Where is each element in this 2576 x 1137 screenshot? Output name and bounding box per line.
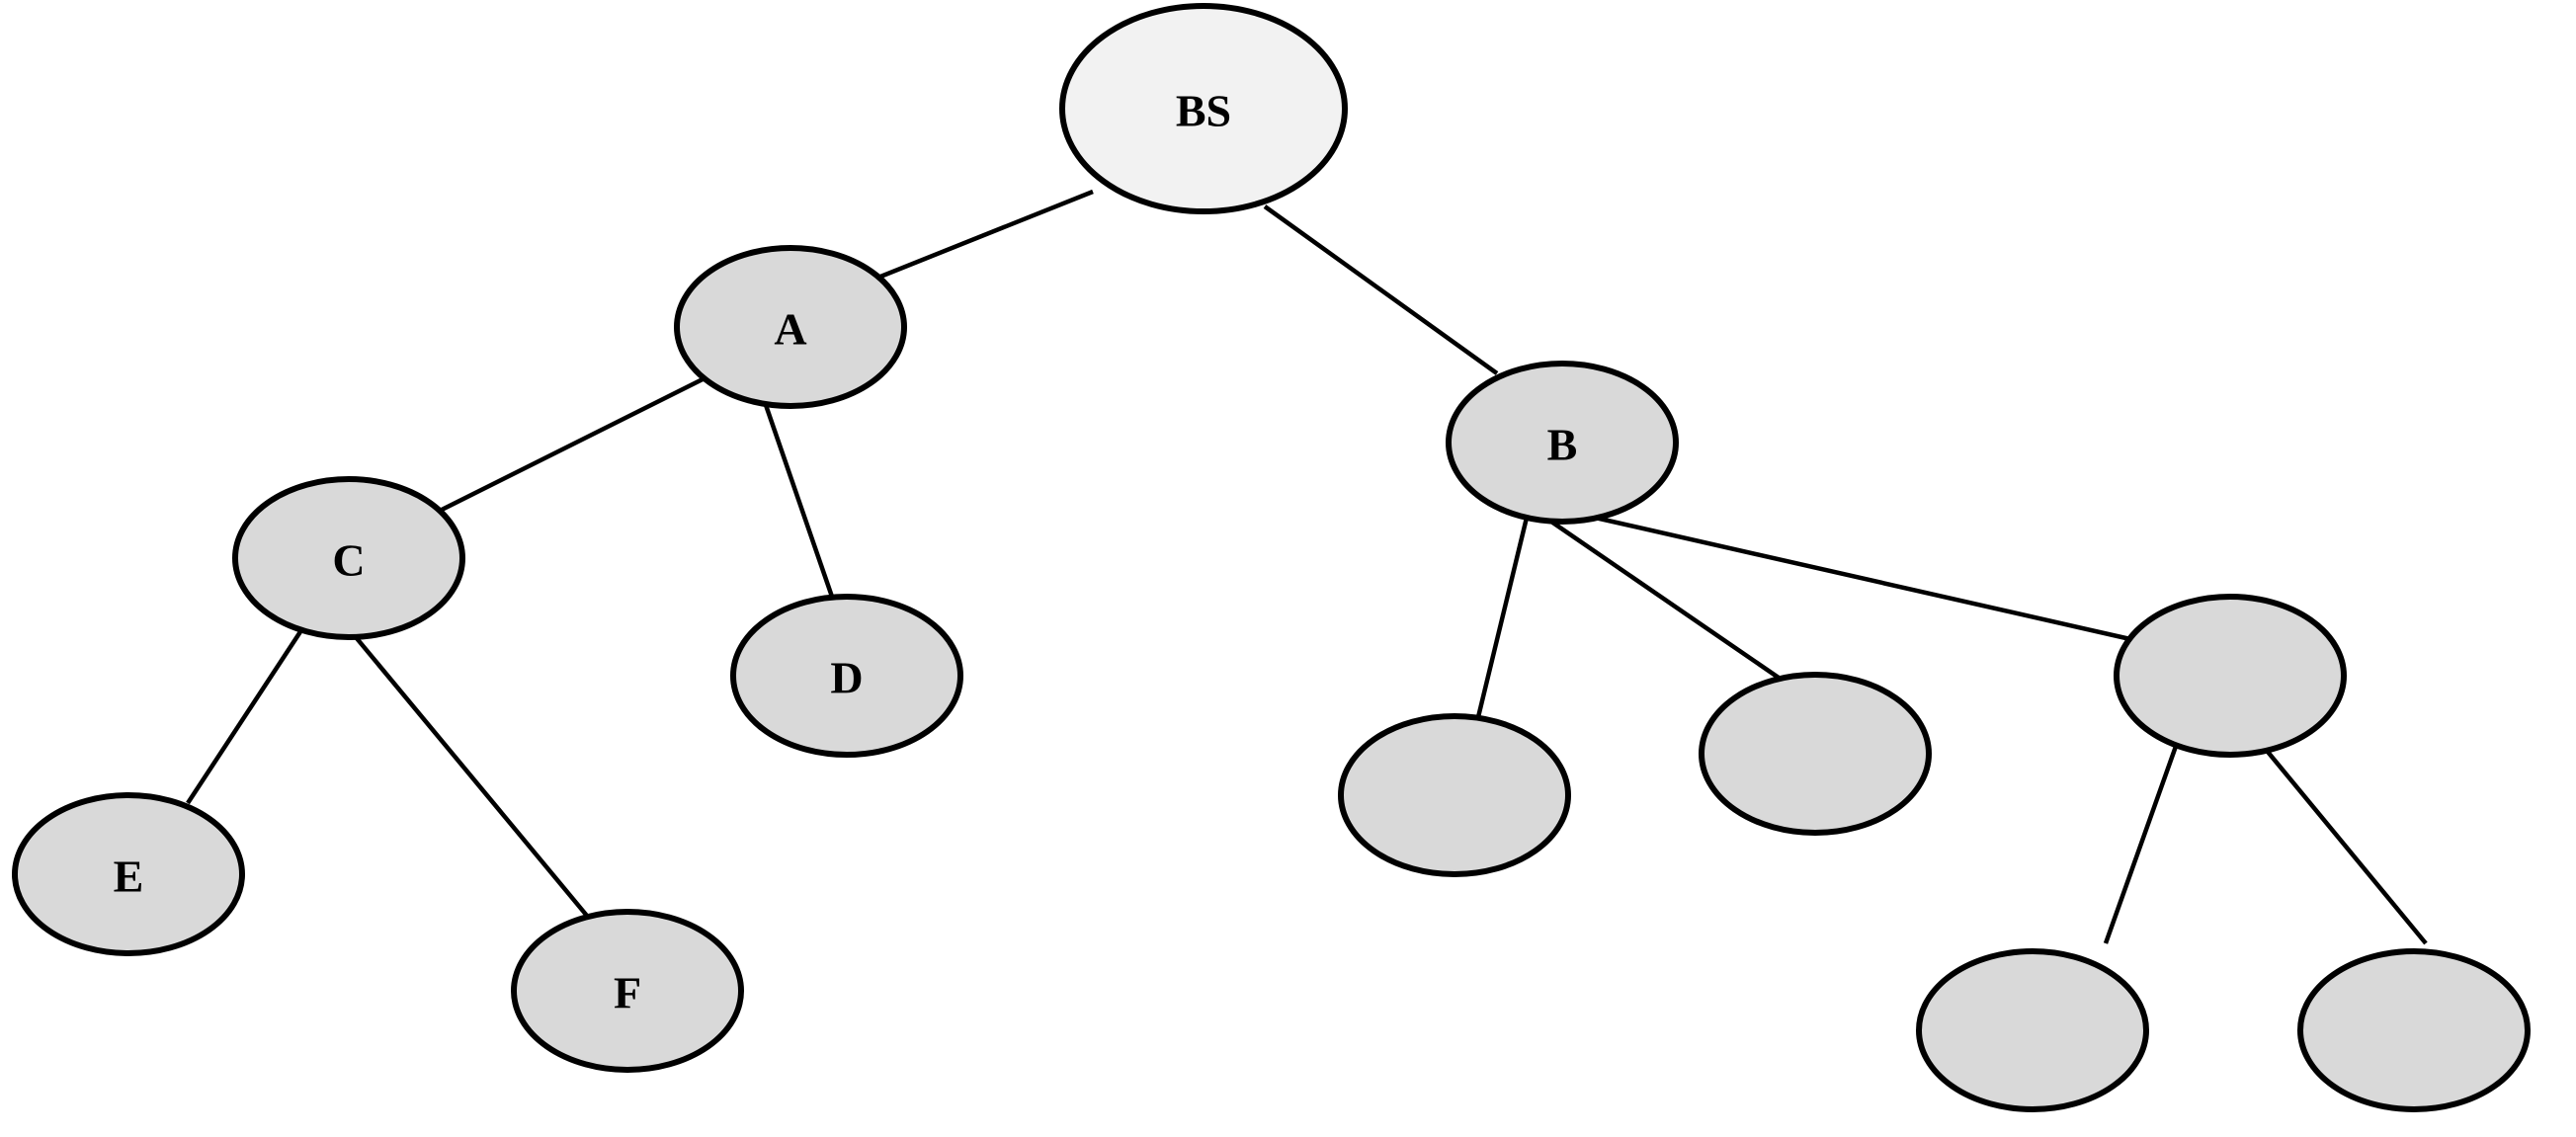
edge-c-to-e: e-c-e [186, 628, 303, 805]
edge-bs-to-b: e-bs-b [1263, 204, 1499, 375]
node-b3[interactable] [2114, 594, 2347, 758]
edges-layer: e-bs-a e-bs-b e-a-c e-a-d e-c-e e-c-f e-b-b1 e-… [186, 189, 2428, 945]
edge-b-to-b3: e-b-b3 [1581, 512, 2131, 642]
node-ellipse-b1[interactable] [1338, 713, 1571, 877]
node-c[interactable]: C [232, 476, 465, 640]
node-a[interactable]: A [674, 245, 907, 409]
node-e[interactable]: E [12, 792, 245, 956]
node-ellipse-b3a[interactable] [1916, 948, 2149, 1112]
edge-a-to-c: e-a-c [436, 372, 712, 515]
node-f[interactable]: F [511, 909, 744, 1073]
node-ellipse-c[interactable] [232, 476, 465, 640]
edge-b-to-b2: e-b-b2 [1549, 520, 1781, 680]
node-ellipse-b3b[interactable] [2297, 948, 2531, 1112]
node-ellipse-b[interactable] [1446, 361, 1679, 525]
node-ellipse-bs[interactable] [1059, 3, 1348, 214]
node-b2[interactable] [1699, 672, 1932, 836]
node-b1[interactable] [1338, 713, 1571, 877]
node-ellipse-a[interactable] [674, 245, 907, 409]
edge-b-to-b1: e-b-b1 [1475, 517, 1530, 718]
nodes-layer: BS A B C D E F [12, 3, 2531, 1112]
edge-b3-to-b3b: e-b3-b3b [2261, 744, 2428, 945]
node-b3b[interactable] [2297, 948, 2531, 1112]
edge-b3-to-b3a: e-b3-b3a [2103, 737, 2182, 944]
node-d[interactable]: D [730, 594, 963, 758]
node-ellipse-e[interactable] [12, 792, 245, 956]
node-ellipse-d[interactable] [730, 594, 963, 758]
node-bs[interactable]: BS [1059, 3, 1348, 214]
edge-bs-to-a: e-bs-a [874, 189, 1094, 282]
node-ellipse-b2[interactable] [1699, 672, 1932, 836]
node-b[interactable]: B [1446, 361, 1679, 525]
edge-a-to-d: e-a-d [763, 404, 835, 598]
edge-c-to-f: e-c-f [354, 635, 589, 918]
node-b3a[interactable] [1916, 948, 2149, 1112]
node-ellipse-f[interactable] [511, 909, 744, 1073]
node-ellipse-b3[interactable] [2114, 594, 2347, 758]
